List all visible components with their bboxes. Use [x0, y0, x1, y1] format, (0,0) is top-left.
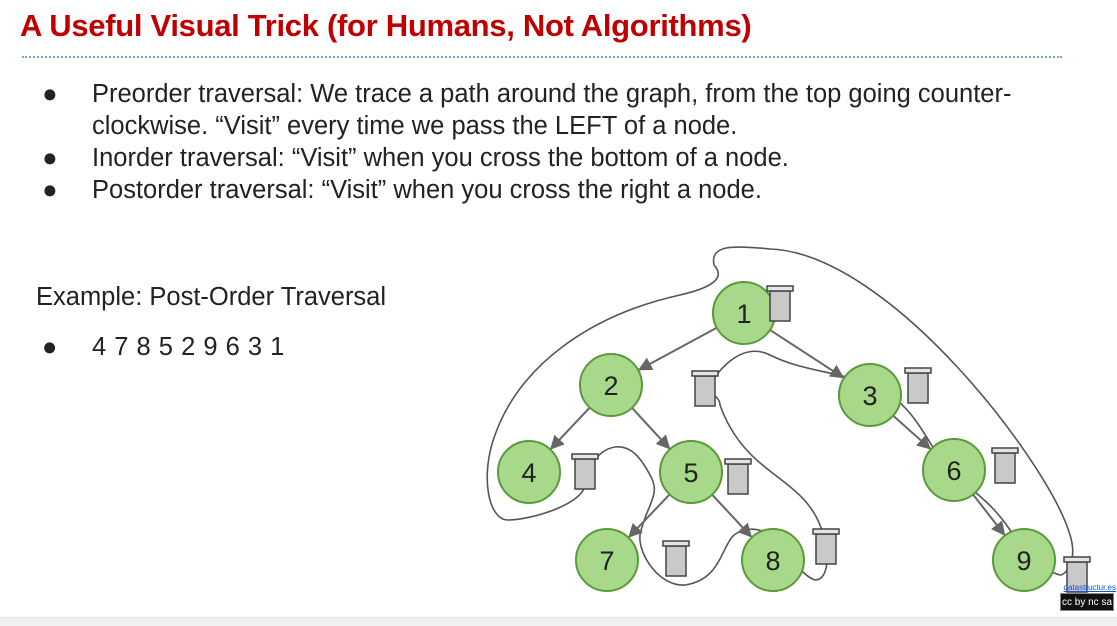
tree-node-circle [922, 438, 986, 502]
tree-node: 5 [659, 440, 723, 504]
tree-edge [628, 493, 671, 538]
tree-node-circle [659, 440, 723, 504]
trash-can-icon [991, 447, 1019, 484]
bullet-text: Postorder traversal: “Visit” when you cr… [92, 176, 762, 204]
bullet-text: Preorder traversal: We trace a path arou… [92, 80, 1012, 140]
trash-can-icon [904, 367, 932, 404]
tree-node-label: 4 [521, 458, 536, 488]
tree-node-circle [741, 528, 805, 592]
trash-can-icon [662, 540, 690, 577]
bullet-text: Inorder traversal: “Visit” when you cros… [92, 144, 789, 172]
cc-license-badge: cc by nc sa [1060, 593, 1114, 611]
tree-node-label: 7 [599, 546, 614, 576]
example-list: ● 4 7 8 5 2 9 6 3 1 [40, 333, 285, 362]
trash-can-icon [571, 453, 599, 490]
license-block: datastructur.es cc by nc sa [1060, 583, 1116, 611]
tree-edge [711, 493, 753, 538]
tree-node: 1 [712, 281, 776, 345]
tree-node-label: 1 [736, 299, 751, 329]
example-sequence: 4 7 8 5 2 9 6 3 1 [92, 333, 285, 361]
slide-bottom-bar [0, 617, 1117, 626]
tree-edge [637, 326, 718, 371]
tree-node-circle [497, 440, 561, 504]
title-divider [22, 56, 1062, 58]
tree-node: 8 [741, 528, 805, 592]
bullet-postorder: ● Postorder traversal: “Visit” when you … [40, 174, 1040, 206]
tree-node: 4 [497, 440, 561, 504]
tree-diagram: 1 2 3 4 5 6 7 8 9 [486, 246, 1091, 593]
bullet-preorder: ● Preorder traversal: We trace a path ar… [40, 78, 1040, 142]
traversal-bullet-list: ● Preorder traversal: We trace a path ar… [40, 78, 1040, 206]
tree-edge [892, 414, 932, 450]
example-heading: Example: Post-Order Traversal [36, 283, 387, 311]
bullet-dot: ● [42, 333, 58, 361]
tree-node-circle [579, 353, 643, 417]
tree-node: 7 [575, 528, 639, 592]
bullet-inorder: ● Inorder traversal: “Visit” when you cr… [40, 142, 1040, 174]
tree-node: 6 [922, 438, 986, 502]
tree-edge [769, 329, 845, 379]
trash-can-icon [766, 285, 794, 322]
tree-edge [972, 493, 1006, 536]
tree-node-label: 5 [683, 458, 698, 488]
tree-node: 9 [992, 528, 1056, 592]
tree-node-label: 8 [765, 546, 780, 576]
license-link[interactable]: datastructur.es [1063, 583, 1116, 592]
bullet-dot: ● [42, 80, 58, 108]
trash-can-icon [724, 458, 752, 495]
example-item: ● 4 7 8 5 2 9 6 3 1 [40, 333, 285, 362]
tree-node-label: 3 [862, 381, 877, 411]
tree-node-label: 6 [946, 456, 961, 486]
trash-can-icon [812, 528, 840, 565]
tree-node: 2 [579, 353, 643, 417]
tree-node-label: 2 [603, 371, 618, 401]
bullet-dot: ● [42, 176, 58, 204]
tree-node: 3 [838, 363, 902, 427]
tree-node-circle [838, 363, 902, 427]
trash-can-icon [1063, 556, 1091, 593]
tree-node-label: 9 [1016, 546, 1031, 576]
bullet-dot: ● [42, 144, 58, 172]
trash-can-icon [691, 370, 719, 407]
tree-edge [631, 407, 671, 450]
tree-node-circle [992, 528, 1056, 592]
tree-node-circle [575, 528, 639, 592]
slide-title: A Useful Visual Trick (for Humans, Not A… [20, 8, 752, 43]
tree-edge [549, 406, 591, 450]
